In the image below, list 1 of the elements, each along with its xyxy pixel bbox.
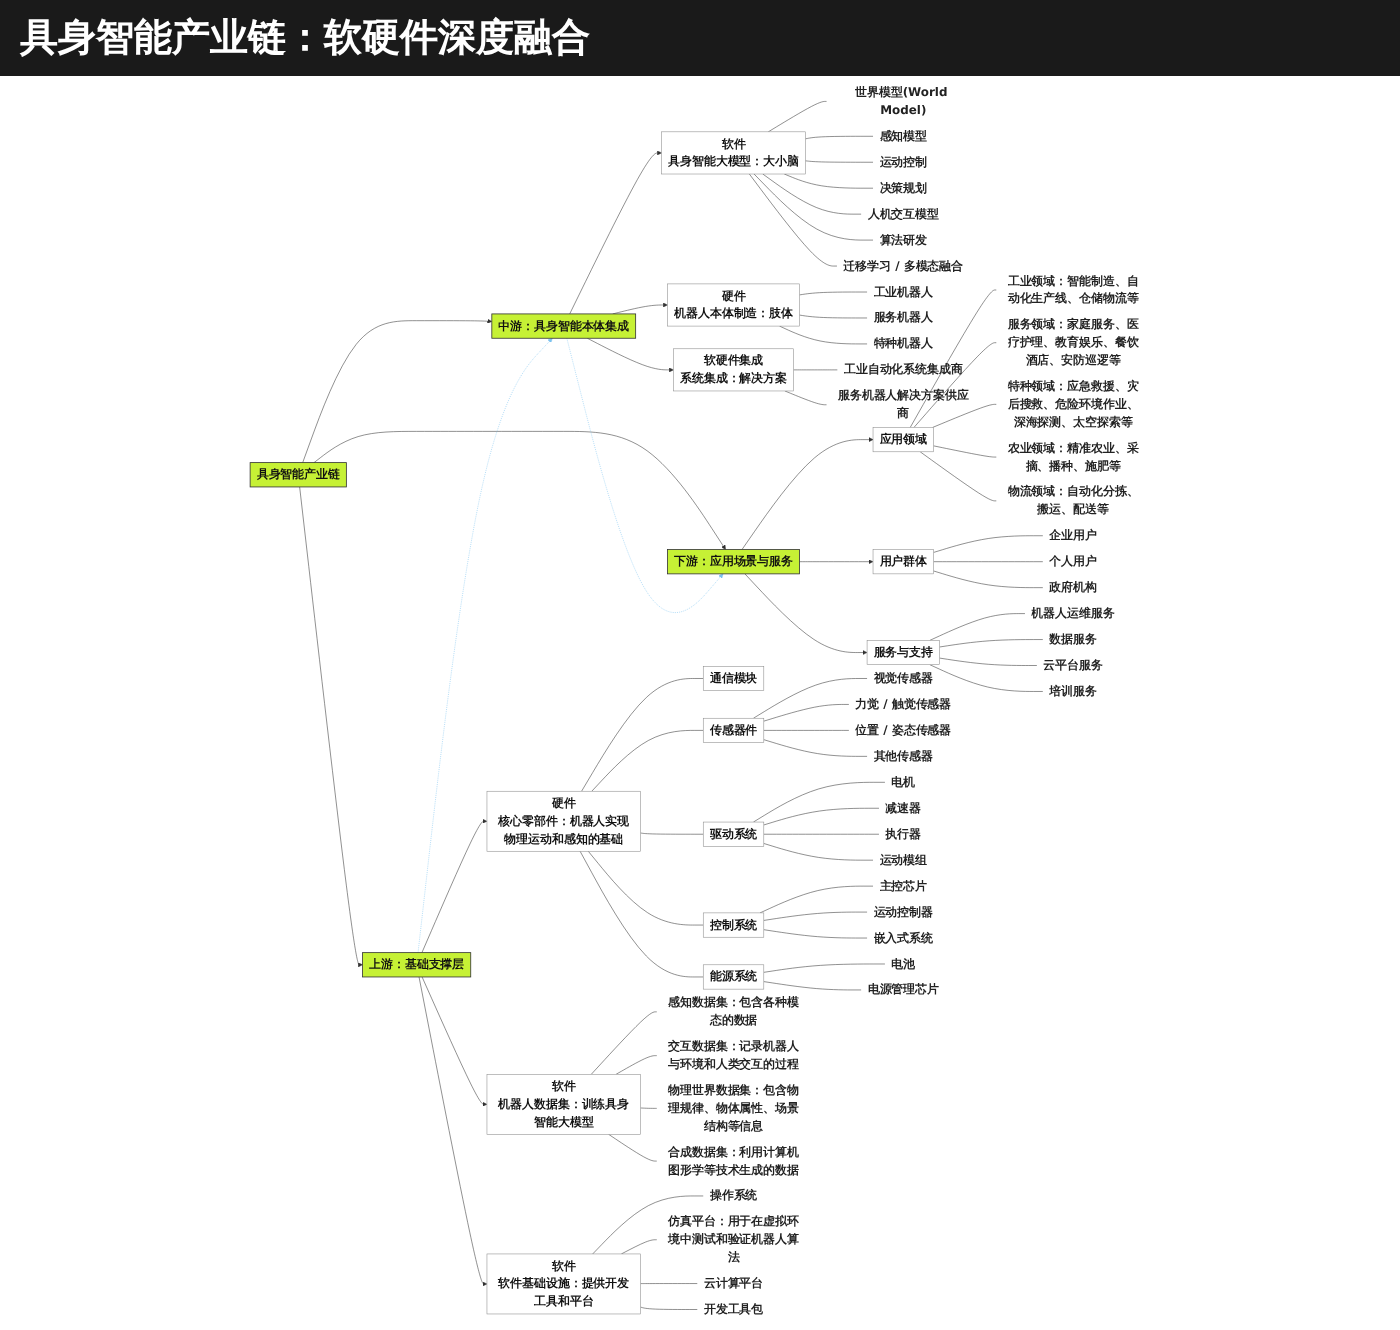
- diagram-title: 具身智能产业链：软硬件深度融合: [0, 0, 1400, 76]
